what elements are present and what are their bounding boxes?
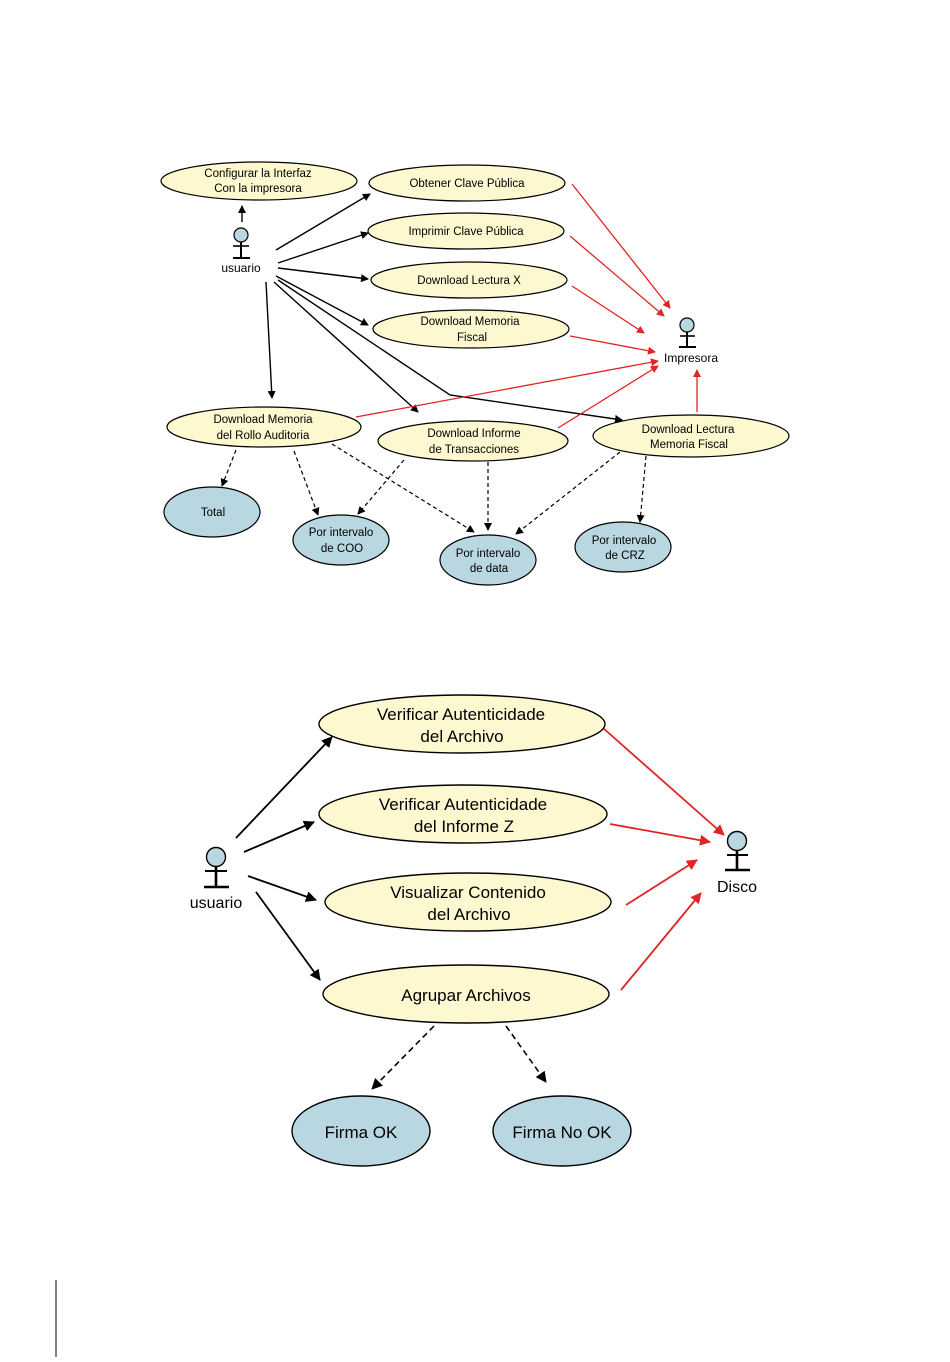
edge-agrupar-firma-no-ok bbox=[505, 1025, 547, 1083]
use-case-memoria-fiscal-line-1: Download Memoria bbox=[420, 316, 520, 328]
edge-usuario-obtener bbox=[275, 193, 371, 251]
use-case-agrupar: Agrupar Archivos bbox=[322, 964, 610, 1024]
edge-verificar-informe-disco bbox=[609, 823, 711, 846]
result-crz: Por intervalo de CRZ bbox=[574, 521, 672, 573]
use-case-configurar-line-2: Con la impresora bbox=[214, 183, 302, 195]
edge-usuario-agrupar bbox=[255, 891, 321, 981]
result-total-label: Total bbox=[201, 507, 225, 519]
actor-impresora-icon bbox=[679, 317, 695, 333]
result-data-line-2: de data bbox=[470, 563, 509, 575]
use-case-visualizar-line-2: del Archivo bbox=[427, 905, 510, 924]
use-case-obtener: Obtener Clave Pública bbox=[368, 164, 566, 202]
diagram-2-connectors bbox=[235, 727, 725, 1090]
actor-impresora: Impresora bbox=[664, 317, 718, 365]
actor-usuario-icon bbox=[233, 227, 249, 243]
result-total: Total bbox=[163, 486, 261, 538]
use-case-rollo-line-2: del Rollo Auditoria bbox=[217, 430, 310, 442]
use-case-lectura-mf-line-2: Memoria Fiscal bbox=[650, 439, 728, 451]
edge-usuario-lectura-mf bbox=[277, 279, 623, 423]
use-case-visualizar: Visualizar Contenido del Archivo bbox=[324, 872, 612, 932]
result-crz-line-1: Por intervalo bbox=[592, 535, 657, 547]
result-firma-ok-label: Firma OK bbox=[325, 1123, 398, 1142]
actor-usuario: usuario bbox=[221, 227, 261, 275]
use-case-memoria-fiscal: Download Memoria Fiscal bbox=[372, 309, 570, 349]
edge-memoria-fiscal-impresora bbox=[569, 335, 656, 355]
result-coo-line-2: de COO bbox=[321, 543, 363, 555]
use-case-rollo-line-1: Download Memoria bbox=[213, 414, 313, 426]
use-case-rollo: Download Memoria del Rollo Auditoria bbox=[166, 406, 362, 448]
use-case-memoria-fiscal-line-2: Fiscal bbox=[457, 332, 487, 344]
edge-verificar-archivo-disco bbox=[602, 727, 725, 836]
actor-usuario-2-label: usuario bbox=[190, 895, 243, 912]
use-case-verificar-informe: Verificar Autenticidade del Informe Z bbox=[318, 784, 608, 844]
use-case-obtener-label: Obtener Clave Pública bbox=[409, 178, 525, 190]
result-coo-line-1: Por intervalo bbox=[309, 527, 374, 539]
use-case-verificar-archivo-line-2: del Archivo bbox=[420, 727, 503, 746]
use-case-lectura-mf: Download Lectura Memoria Fiscal bbox=[592, 414, 790, 458]
edge-lectura-mf-crz bbox=[636, 455, 647, 523]
edge-usuario-memoria-fiscal bbox=[275, 275, 369, 326]
use-case-transacciones-line-1: Download Informe bbox=[427, 428, 520, 440]
actor-disco-icon bbox=[726, 830, 748, 852]
use-case-lectura-x: Download Lectura X bbox=[370, 261, 568, 299]
use-case-configurar: Configurar la Interfaz Con la impresora bbox=[160, 161, 358, 201]
edge-agrupar-firma-ok bbox=[371, 1025, 435, 1090]
diagram-1-connectors bbox=[220, 183, 701, 535]
use-case-configurar-line-1: Configurar la Interfaz bbox=[204, 168, 312, 180]
edge-visualizar-disco bbox=[625, 859, 698, 906]
actor-usuario-2: usuario bbox=[190, 846, 243, 912]
actor-disco: Disco bbox=[717, 830, 757, 896]
result-data-line-1: Por intervalo bbox=[456, 548, 521, 560]
use-case-verificar-informe-line-2: del Informe Z bbox=[414, 817, 514, 836]
edge-transacciones-coo bbox=[357, 459, 405, 515]
edge-rollo-impresora bbox=[355, 358, 659, 418]
result-firma-no-ok-label: Firma No OK bbox=[512, 1123, 612, 1142]
diagram-1: usuario Impresora Configurar la Interfaz… bbox=[160, 161, 790, 586]
edge-agrupar-disco bbox=[620, 892, 702, 991]
use-case-transacciones-line-2: de Transacciones bbox=[429, 444, 519, 456]
edge-lectura-x-impresora bbox=[571, 285, 645, 334]
use-case-transacciones: Download Informe de Transacciones bbox=[377, 420, 569, 462]
use-case-imprimir: Imprimir Clave Pública bbox=[367, 212, 565, 250]
use-case-verificar-archivo-line-1: Verificar Autenticidade bbox=[377, 705, 545, 724]
edge-usuario-transacciones bbox=[273, 281, 419, 413]
result-data: Por intervalo de data bbox=[439, 534, 537, 586]
edge-lectura-mf-data bbox=[515, 451, 621, 535]
edge-usuario-lectura-x bbox=[277, 267, 369, 283]
actor-disco-label: Disco bbox=[717, 879, 757, 896]
edge-usuario-verificar-archivo bbox=[235, 736, 333, 839]
use-case-lectura-mf-line-1: Download Lectura bbox=[642, 424, 735, 436]
result-firma-ok: Firma OK bbox=[291, 1095, 431, 1167]
edge-imprimir-impresora bbox=[569, 235, 665, 317]
edge-usuario-imprimir bbox=[277, 231, 369, 264]
edge-transacciones-impresora bbox=[557, 365, 659, 429]
use-case-lectura-x-label: Download Lectura X bbox=[417, 275, 521, 287]
edge-obtener-impresora bbox=[571, 183, 671, 309]
use-case-visualizar-line-1: Visualizar Contenido bbox=[390, 883, 546, 902]
result-crz-line-2: de CRZ bbox=[605, 550, 645, 562]
use-case-imprimir-label: Imprimir Clave Pública bbox=[408, 226, 524, 238]
edge-usuario-rollo bbox=[265, 281, 276, 399]
result-firma-no-ok: Firma No OK bbox=[492, 1095, 632, 1167]
use-case-verificar-archivo: Verificar Autenticidade del Archivo bbox=[318, 694, 606, 754]
diagram-2: usuario Disco Verificar Autenticidade de… bbox=[190, 694, 757, 1167]
edge-usuario-verificar-informe bbox=[243, 820, 315, 853]
edge-rollo-total bbox=[220, 449, 237, 487]
edge-usuario-visualizar bbox=[247, 875, 317, 902]
actor-usuario-label: usuario bbox=[221, 261, 261, 275]
result-coo: Por intervalo de COO bbox=[292, 514, 390, 566]
use-case-verificar-informe-line-1: Verificar Autenticidade bbox=[379, 795, 547, 814]
edge-rollo-coo bbox=[293, 450, 320, 516]
actor-usuario-2-icon bbox=[205, 846, 227, 868]
use-case-agrupar-label: Agrupar Archivos bbox=[401, 986, 530, 1005]
actor-impresora-label: Impresora bbox=[664, 351, 718, 365]
